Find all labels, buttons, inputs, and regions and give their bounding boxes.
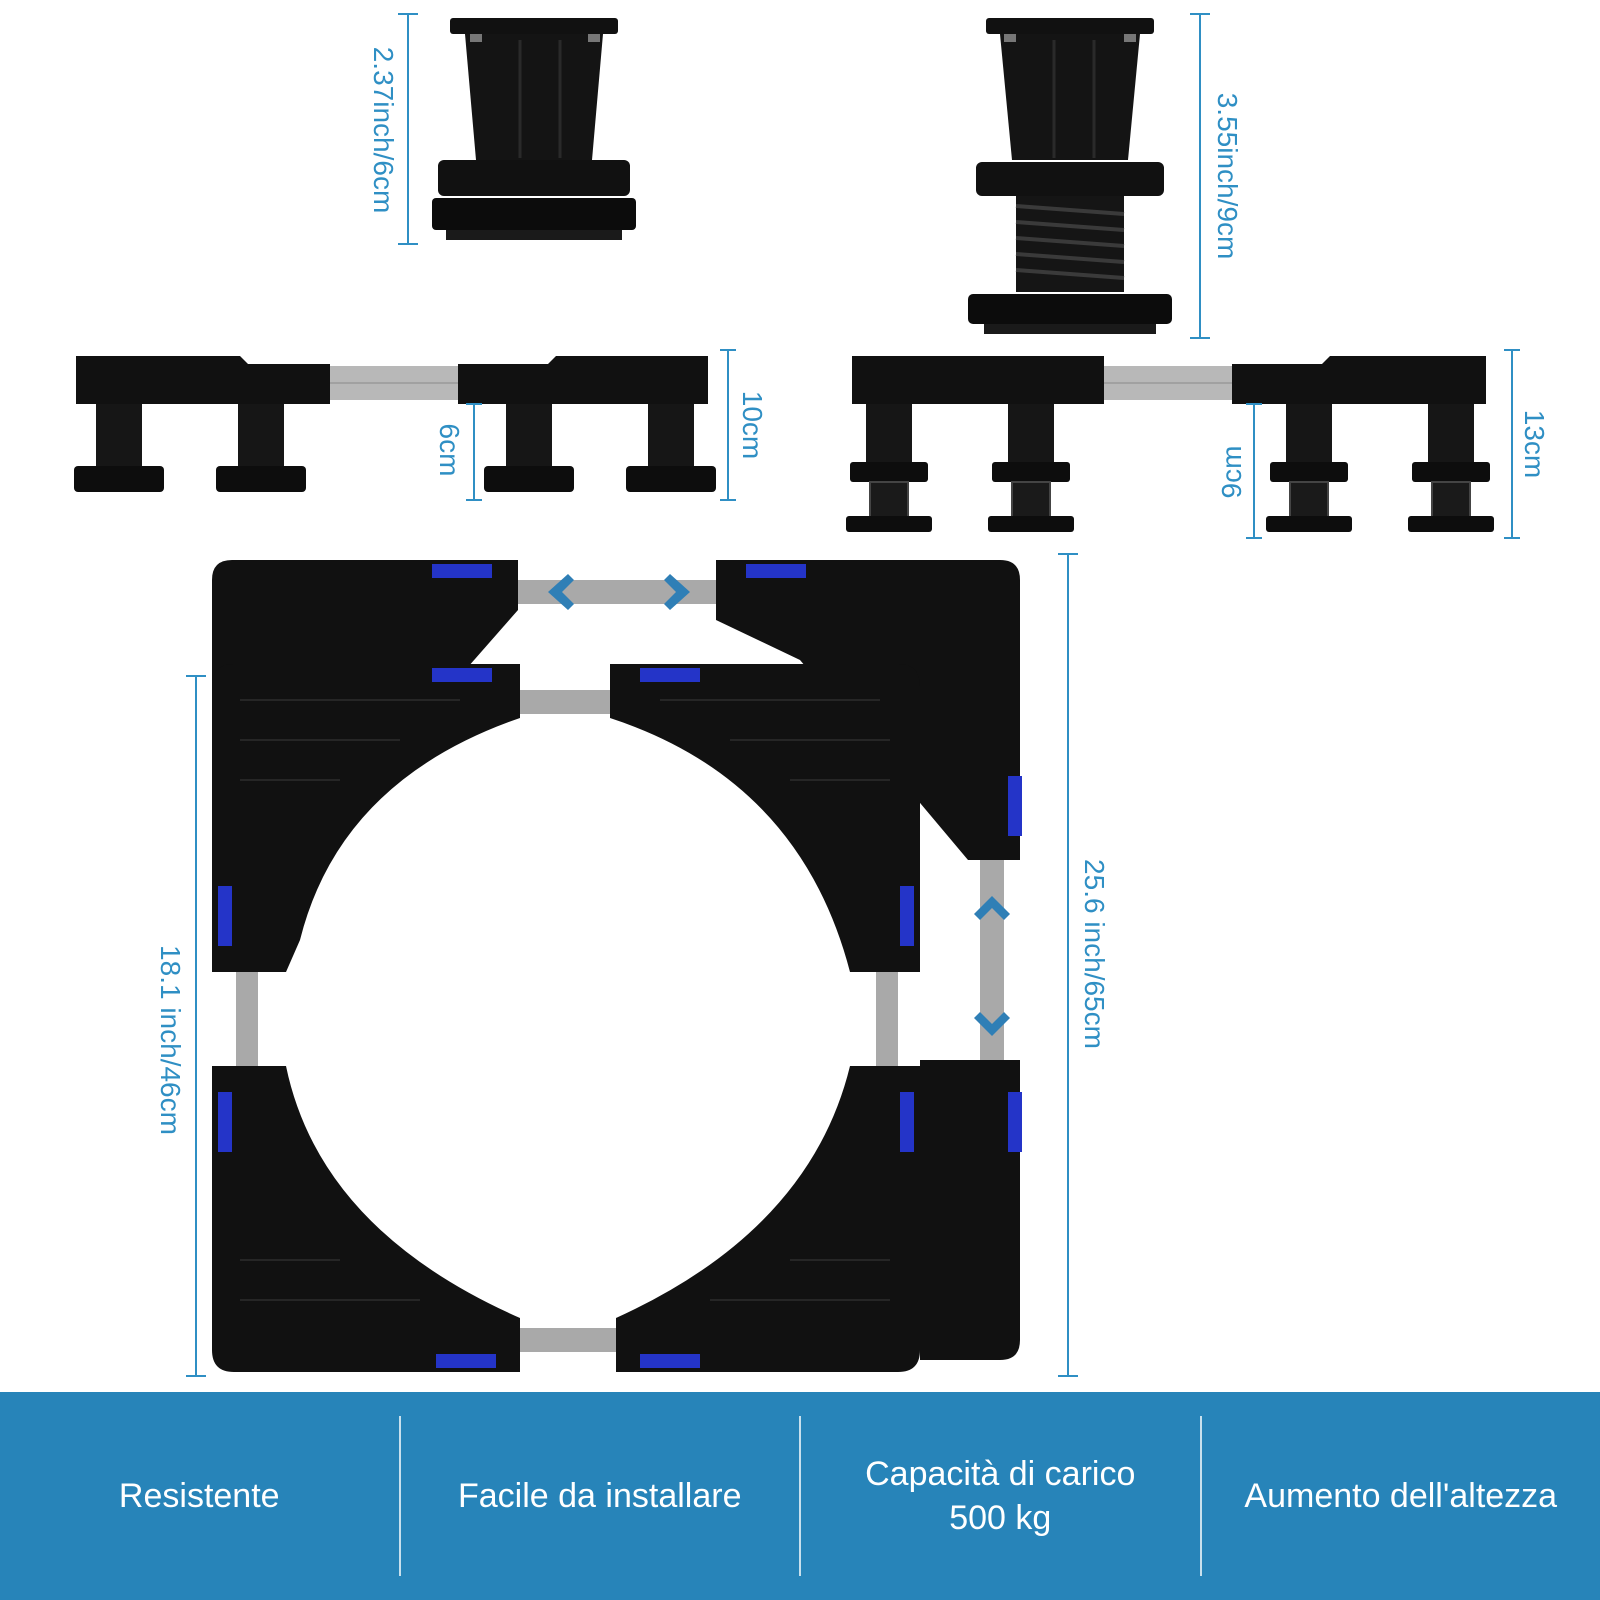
frame-high-total-label: 13cm: [1519, 409, 1550, 479]
frame-high-foot-label: 9cm: [1216, 445, 1247, 499]
frame-low-total-label: 10cm: [737, 390, 768, 460]
feature-text: Capacità di carico: [865, 1454, 1136, 1493]
low-frame-side-view: [74, 356, 716, 492]
base-width-min-label: 18.1 inch/46cm: [155, 945, 186, 1135]
tall-adjustable-foot: [968, 18, 1172, 334]
feature-text: Facile da installare: [458, 1476, 742, 1515]
foot-tall-height-label: 3.55inch/9cm: [1212, 92, 1243, 260]
feature-text: Resistente: [118, 1476, 280, 1515]
double-arrow-vertical-icon: [974, 896, 1010, 1036]
feature-easy-install: Facile da installare: [401, 1416, 801, 1576]
feature-bar: Resistente Facile da installare Capacità…: [0, 1392, 1600, 1600]
base-width-max-label: 25.6 inch/65cm: [1079, 859, 1110, 1049]
product-illustration: 2.37inch/6cm 3.55inch/9cm 6cm 10cm 9cm 1…: [74, 13, 1550, 1377]
product-drawing: [74, 13, 1520, 1377]
feature-load-capacity: Capacità di carico 500 kg: [801, 1416, 1202, 1576]
compact-base-front: [212, 664, 920, 1372]
feature-text: Aumento dell'altezza: [1244, 1476, 1558, 1515]
feature-height-increase: Aumento dell'altezza: [1202, 1416, 1600, 1576]
foot-short-height-label: 2.37inch/6cm: [368, 46, 399, 214]
double-arrow-horizontal-icon: [548, 574, 690, 610]
frame-low-foot-label: 6cm: [434, 423, 465, 477]
high-frame-side-view: [846, 356, 1494, 532]
feature-resistant: Resistente: [0, 1416, 401, 1576]
short-adjustable-foot: [432, 18, 636, 240]
feature-text: 500 kg: [949, 1499, 1052, 1537]
